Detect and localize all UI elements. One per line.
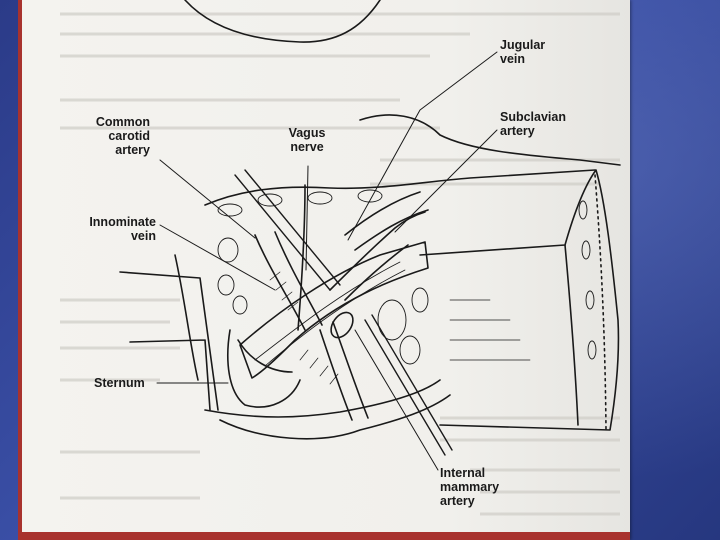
red-edge-line (18, 0, 22, 540)
leader-lines (156, 51, 498, 471)
red-bottom-bar (18, 532, 630, 540)
label-jugular-vein: Jugular vein (500, 38, 546, 66)
chin-outline (184, 0, 381, 43)
jugular-vein-shape (344, 191, 429, 251)
shading-hatches (269, 271, 531, 385)
faint-text-lines (60, 12, 620, 516)
carotid-artery-shape (254, 231, 323, 331)
sternum-shape (227, 329, 301, 408)
instrument-rod-1 (234, 169, 341, 291)
vagus-nerve-shape (297, 184, 306, 331)
book-page-plate (22, 0, 630, 540)
label-sternum: Sternum (94, 376, 145, 390)
neck-outline (359, 114, 621, 166)
label-common-carotid-artery: Common carotid artery (95, 115, 150, 157)
label-vagus-nerve: Vagus nerve (288, 126, 326, 154)
internal-mammary-artery-shape (319, 321, 369, 421)
label-subclavian-artery: Subclavian artery (500, 110, 566, 138)
innominate-vein-shape (239, 241, 429, 379)
chest-flap (419, 169, 620, 431)
left-retractor (119, 271, 219, 411)
incision-lower-edge (204, 379, 441, 418)
tissue-texture (217, 189, 597, 365)
label-innominate-vein: Innominate vein (89, 215, 156, 243)
subclavian-artery-shape (329, 211, 426, 301)
label-internal-mammary-artery: Internal mammary artery (440, 466, 500, 508)
